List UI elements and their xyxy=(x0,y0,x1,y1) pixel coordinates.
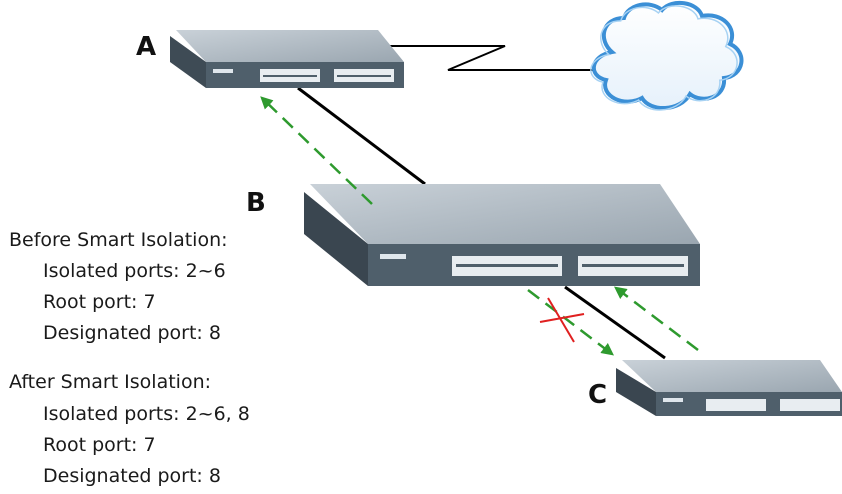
link-a-b xyxy=(297,86,426,186)
after-root-port: Root port: 7 xyxy=(43,434,156,456)
after-designated-port: Designated port: 8 xyxy=(43,465,221,487)
switch-b-icon xyxy=(304,184,700,286)
switch-c-icon xyxy=(616,360,842,416)
before-heading: Before Smart Isolation: xyxy=(9,229,228,251)
internet-cloud-icon xyxy=(590,0,744,111)
switch-c-label: C xyxy=(588,380,608,410)
after-isolated-ports: Isolated ports: 2~6, 8 xyxy=(43,403,250,425)
bpdu-arrow-c-to-b xyxy=(614,286,699,351)
before-designated-port: Designated port: 8 xyxy=(43,322,221,344)
switch-b-label: B xyxy=(246,188,266,218)
switch-a-icon xyxy=(170,30,404,88)
bpdu-arrow-b-to-c xyxy=(527,289,614,356)
wan-link xyxy=(378,45,596,71)
link-b-c xyxy=(564,285,666,360)
after-heading: After Smart Isolation: xyxy=(9,371,212,393)
bpdu-arrow-b-to-a xyxy=(260,96,373,205)
switch-a-label: A xyxy=(136,32,157,62)
before-root-port: Root port: 7 xyxy=(43,291,156,313)
before-isolated-ports: Isolated ports: 2~6 xyxy=(43,260,226,282)
blocked-mark-icon xyxy=(539,297,585,343)
